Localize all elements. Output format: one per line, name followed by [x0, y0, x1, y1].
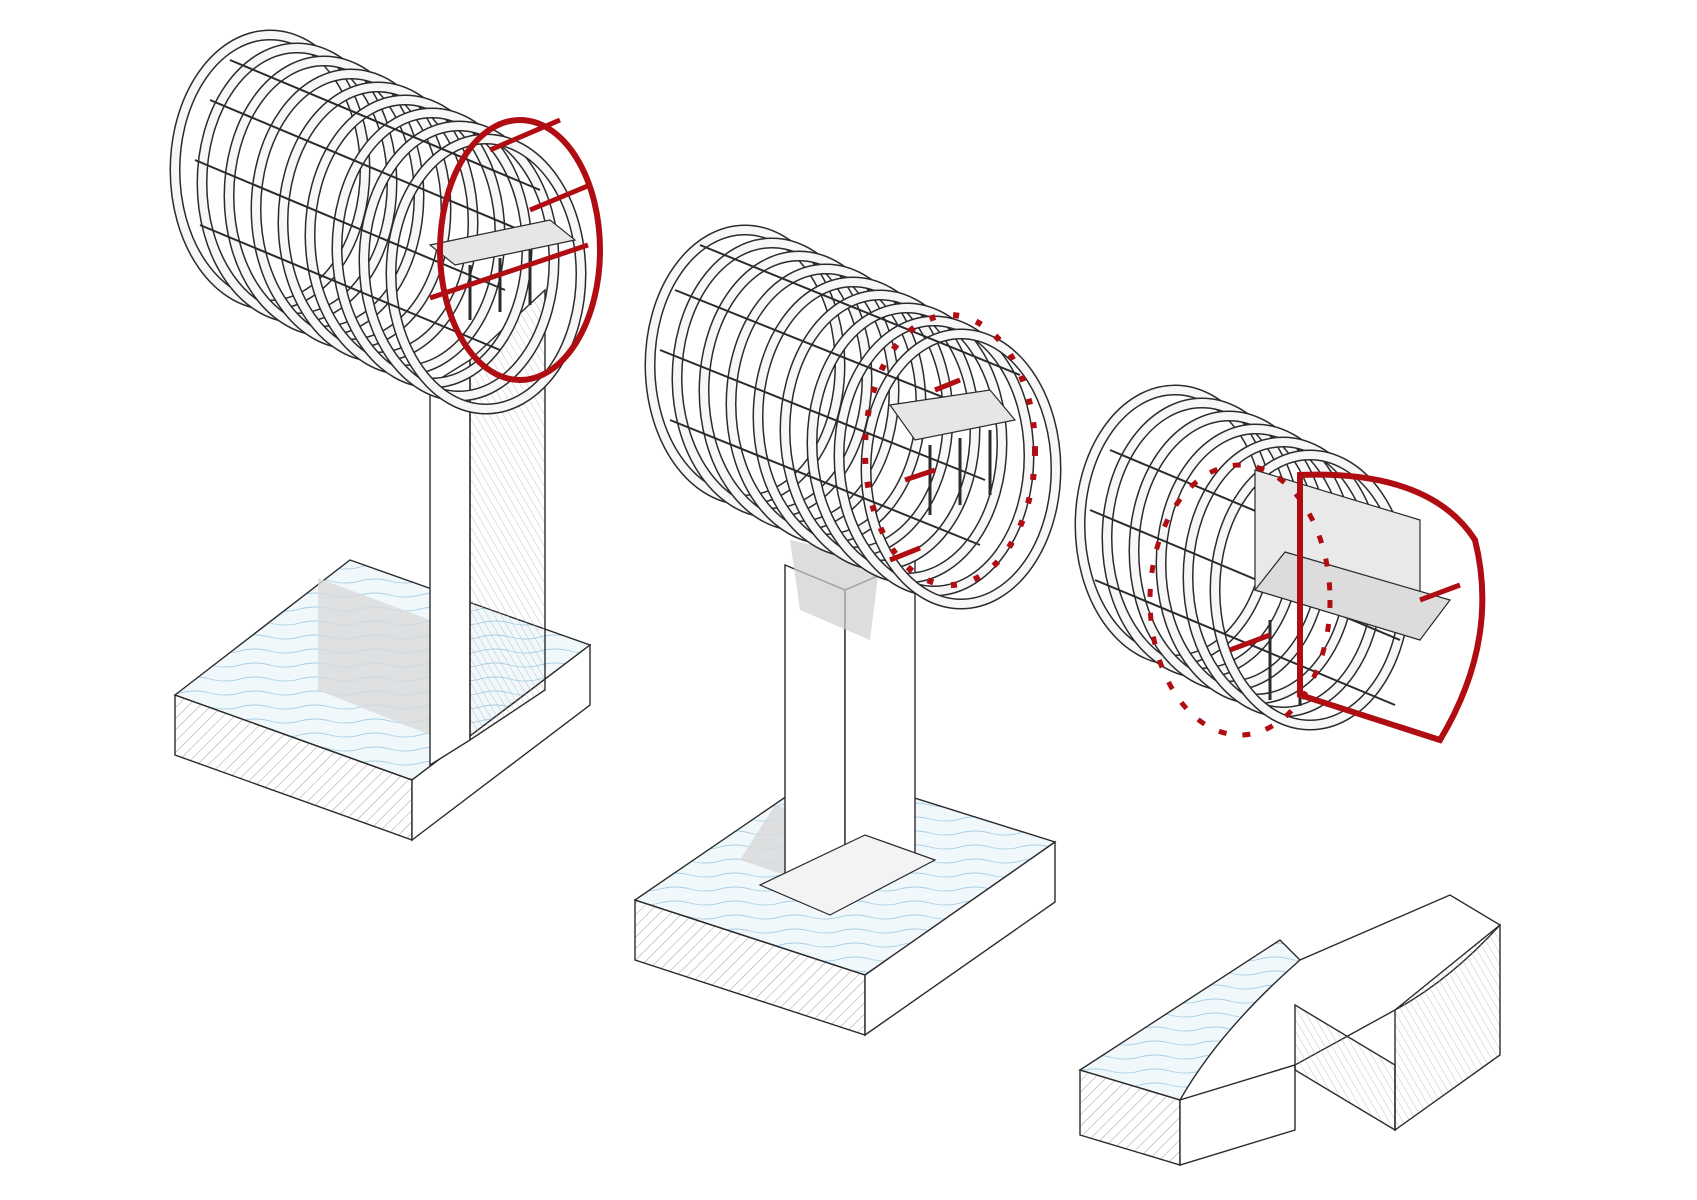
left-assembly: [175, 35, 603, 842]
middle-assembly: [633, 230, 1056, 1037]
left-tube-frame: [175, 35, 581, 409]
terrain-assembly: [1078, 894, 1502, 1166]
right-tube-frame: [1080, 390, 1452, 725]
middle-tube-frame: [650, 230, 1056, 604]
right-assembly: [1080, 390, 1486, 744]
left-section-cut: [429, 117, 603, 383]
middle-pier-column: [758, 540, 937, 916]
middle-section-cut: [862, 312, 1038, 588]
right-section-cut: [1147, 462, 1486, 744]
